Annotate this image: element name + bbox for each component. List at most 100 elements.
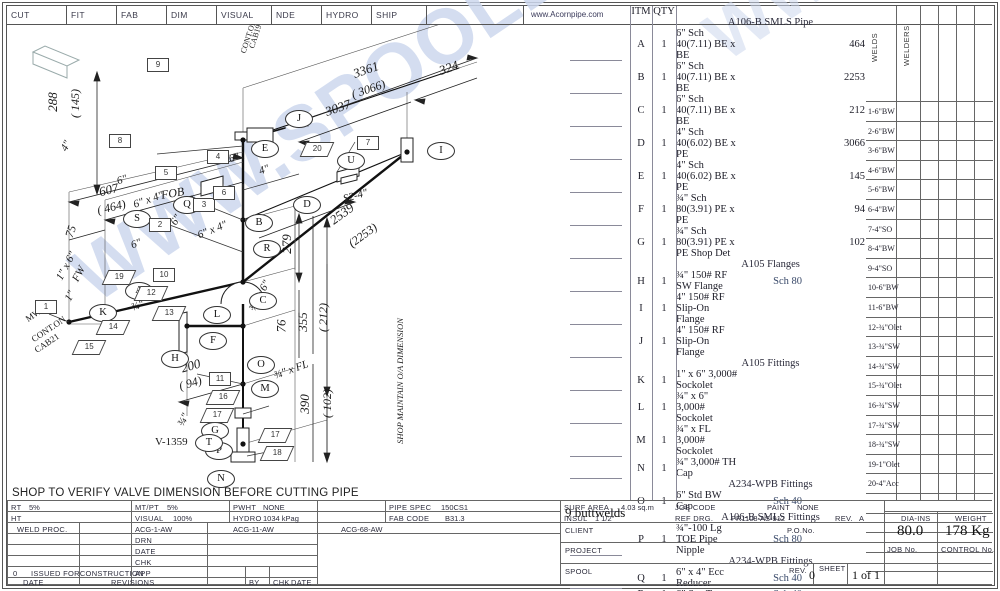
olet-tag-12[interactable]: 12 <box>133 286 169 301</box>
bom-row-item: C <box>637 105 645 116</box>
balloon-B[interactable]: B <box>245 214 273 232</box>
weld-row[interactable] <box>866 200 993 220</box>
weld-row[interactable] <box>866 455 993 475</box>
weld-tag-8[interactable]: 8 <box>109 134 131 148</box>
label-visual: VISUAL <box>135 514 164 523</box>
weld-row[interactable] <box>866 298 993 318</box>
weld-tag-10[interactable]: 10 <box>153 268 175 282</box>
weld-row[interactable] <box>866 278 993 298</box>
olet-tag-16[interactable]: 16 <box>205 390 241 405</box>
balloon-U[interactable]: U <box>337 152 365 170</box>
balloon-E[interactable]: E <box>251 140 279 158</box>
olet-tag-17b[interactable]: 17 <box>257 428 293 443</box>
balloon-H[interactable]: H <box>161 350 189 368</box>
olet-tag-20[interactable]: 20 <box>299 142 335 157</box>
stamp-drn[interactable]: DRN <box>135 536 153 545</box>
weld-row[interactable] <box>866 435 993 455</box>
weld-tag-4[interactable]: 4 <box>207 150 229 164</box>
balloon-M[interactable]: M <box>251 380 279 398</box>
weld-tag-2[interactable]: 2 <box>149 218 171 232</box>
weld-tag-5[interactable]: 5 <box>155 166 177 180</box>
weld-row[interactable] <box>866 318 993 338</box>
stage-visual[interactable]: VISUAL <box>217 6 272 24</box>
balloon-C[interactable]: C <box>249 292 277 310</box>
weld-row[interactable] <box>866 416 993 436</box>
balloon-I[interactable]: I <box>427 142 455 160</box>
weld-row-empty[interactable] <box>866 533 993 553</box>
weld-tag-7[interactable]: 7 <box>357 136 379 150</box>
weld-row[interactable] <box>866 141 993 161</box>
balloon-J[interactable]: J <box>285 110 313 128</box>
olet-tag-19[interactable]: 19 <box>101 270 137 285</box>
bom-row-sch <box>739 28 802 61</box>
weld-tag-1[interactable]: 1 <box>35 300 57 314</box>
weld-tag-6[interactable]: 6 <box>213 186 235 200</box>
balloon-D[interactable]: D <box>293 196 321 214</box>
balloon-S[interactable]: S <box>123 210 151 228</box>
weld-row[interactable] <box>866 357 993 377</box>
balloon-F[interactable]: F <box>199 332 227 350</box>
olet-tag-15[interactable]: 15 <box>71 340 107 355</box>
stage-cut[interactable]: CUT <box>7 6 67 24</box>
balloon-N[interactable]: N <box>207 470 235 488</box>
balloon-L[interactable]: L <box>203 306 231 324</box>
stage-blank[interactable] <box>427 6 524 24</box>
olet-tag-17[interactable]: 17 <box>199 408 235 423</box>
weld-row[interactable] <box>866 180 993 200</box>
weld-row[interactable] <box>866 122 993 142</box>
weldproc-1: ACG-1-AW <box>135 525 173 534</box>
stamp-date[interactable]: DATE <box>135 547 156 556</box>
weld-row[interactable] <box>866 474 993 494</box>
weld-row[interactable] <box>866 239 993 259</box>
weld-row[interactable] <box>866 259 993 279</box>
tb-h-dia <box>884 511 992 512</box>
weld-row[interactable] <box>866 161 993 181</box>
weld-tag-9[interactable]: 9 <box>147 58 169 72</box>
olet-tag-13[interactable]: 13 <box>151 306 187 321</box>
weld-tag-3[interactable]: 3 <box>193 198 215 212</box>
stage-hydro[interactable]: HYDRO <box>322 6 372 24</box>
weld-row[interactable] <box>866 396 993 416</box>
stage-fab[interactable]: FAB <box>117 6 167 24</box>
balloon-O[interactable]: O <box>247 356 275 374</box>
stamp-chk[interactable]: CHK <box>135 558 152 567</box>
maintain-note: SHOP MAINTAIN O/A DIMENSION <box>394 318 405 444</box>
olet-tag-18[interactable]: 18 <box>259 446 295 461</box>
stamp-app[interactable]: APP <box>135 569 151 578</box>
balloon-T[interactable]: T <box>195 434 223 452</box>
stage-ship[interactable]: SHIP <box>372 6 427 24</box>
stage-nde[interactable]: NDE <box>272 6 322 24</box>
stage-dim[interactable]: DIM <box>167 6 217 24</box>
weld-row-empty[interactable] <box>866 514 993 534</box>
olet-tag-14[interactable]: 14 <box>95 320 131 335</box>
weld-tag-11[interactable]: 11 <box>209 372 231 386</box>
weld-row[interactable] <box>866 220 993 240</box>
weld-row[interactable] <box>866 376 993 396</box>
stage-fit[interactable]: FIT <box>67 6 117 24</box>
weld-row[interactable] <box>866 337 993 357</box>
weld-row-empty[interactable] <box>866 553 993 573</box>
weld-row[interactable] <box>866 102 993 122</box>
balloon-R[interactable]: R <box>253 240 281 258</box>
bom-row-qty: 1 <box>661 171 667 182</box>
weld-row-empty[interactable] <box>866 494 993 514</box>
bom-row[interactable]: R16" Strt TeeSch 40 <box>562 589 865 591</box>
